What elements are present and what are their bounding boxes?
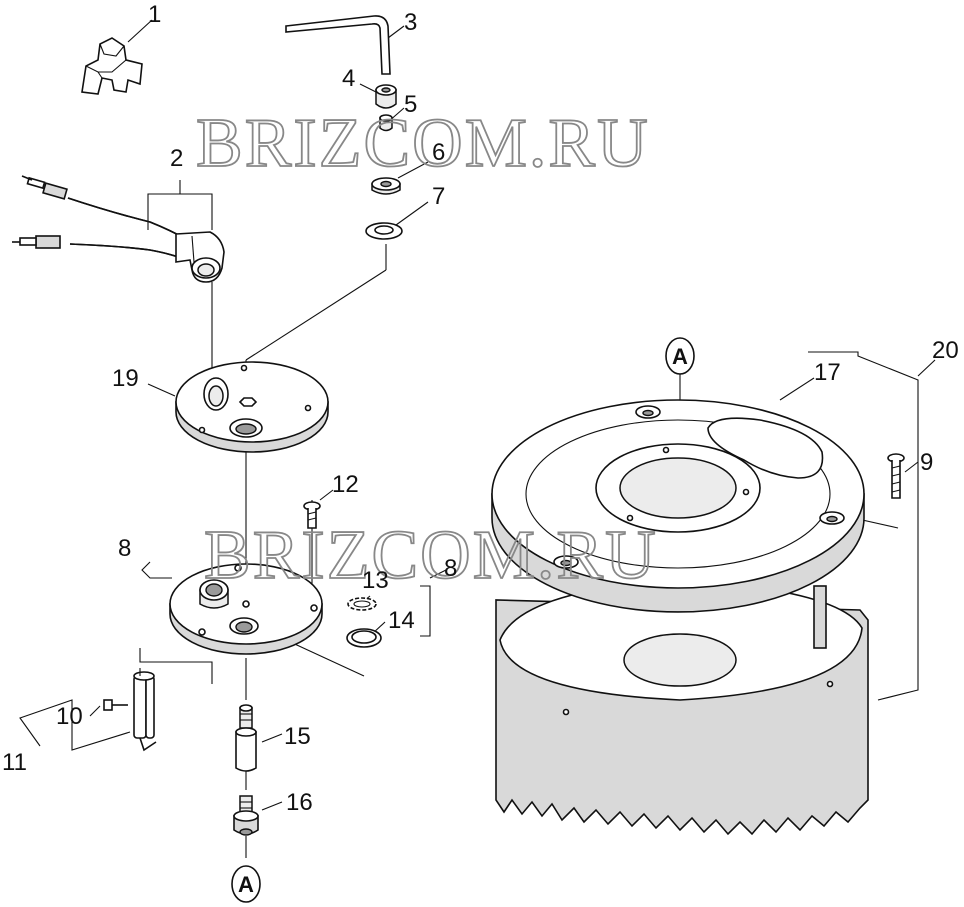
callout-11: 11 [2,749,27,776]
callout-4: 4 [342,65,355,92]
part-15-nozzle [235,704,257,772]
callout-1: 1 [148,1,161,28]
callout-8-right: 8 [444,555,457,582]
marker-a-bottom: A [231,865,261,903]
callout-19: 19 [112,365,139,392]
marker-a-top: A [665,337,695,375]
part-14-o-ring [346,628,382,648]
part-17-cover [491,399,865,613]
callout-labels: 1 2 3 4 5 6 7 8 8 9 10 11 12 13 14 15 16… [2,1,959,816]
callout-7: 7 [432,183,445,210]
marker-a-top-label: A [672,344,688,369]
part-12-screw [303,501,321,529]
part-8-lower-plate [169,563,323,655]
part-7-washer [365,222,403,240]
callout-5: 5 [404,91,417,118]
part-1-clip [81,37,143,95]
callout-12: 12 [332,471,359,498]
callout-14: 14 [388,607,415,634]
part-11-electrode-assembly [133,668,157,752]
part-2-ignition-cable [12,175,225,283]
callout-3: 3 [404,9,417,36]
callout-9: 9 [920,449,933,476]
part-4-nut [375,84,397,109]
callout-2: 2 [170,145,183,172]
part-13-tooth-washer [347,597,377,611]
callout-8-left: 8 [118,535,131,562]
callout-15: 15 [284,723,311,750]
part-6-hex-nut [371,177,401,195]
callout-20: 20 [932,337,959,364]
callout-13: 13 [362,567,389,594]
part-19-upper-plate [175,361,329,453]
part-10-electrode-screw [103,699,128,711]
callout-10: 10 [56,703,83,730]
part-20-combustion-chamber [495,579,869,836]
watermark-top: BRIZCOM.RU [196,105,650,182]
part-9-bolt [887,453,905,499]
callout-17: 17 [814,359,841,386]
part-5-grub-screw [379,114,393,132]
part-16-fitting [233,795,259,836]
watermark-middle: BRIZCOM.RU [204,517,658,594]
part-3-allen-key [285,15,391,75]
callout-16: 16 [286,789,313,816]
marker-a-bottom-label: A [238,872,254,897]
callout-6: 6 [432,139,445,166]
